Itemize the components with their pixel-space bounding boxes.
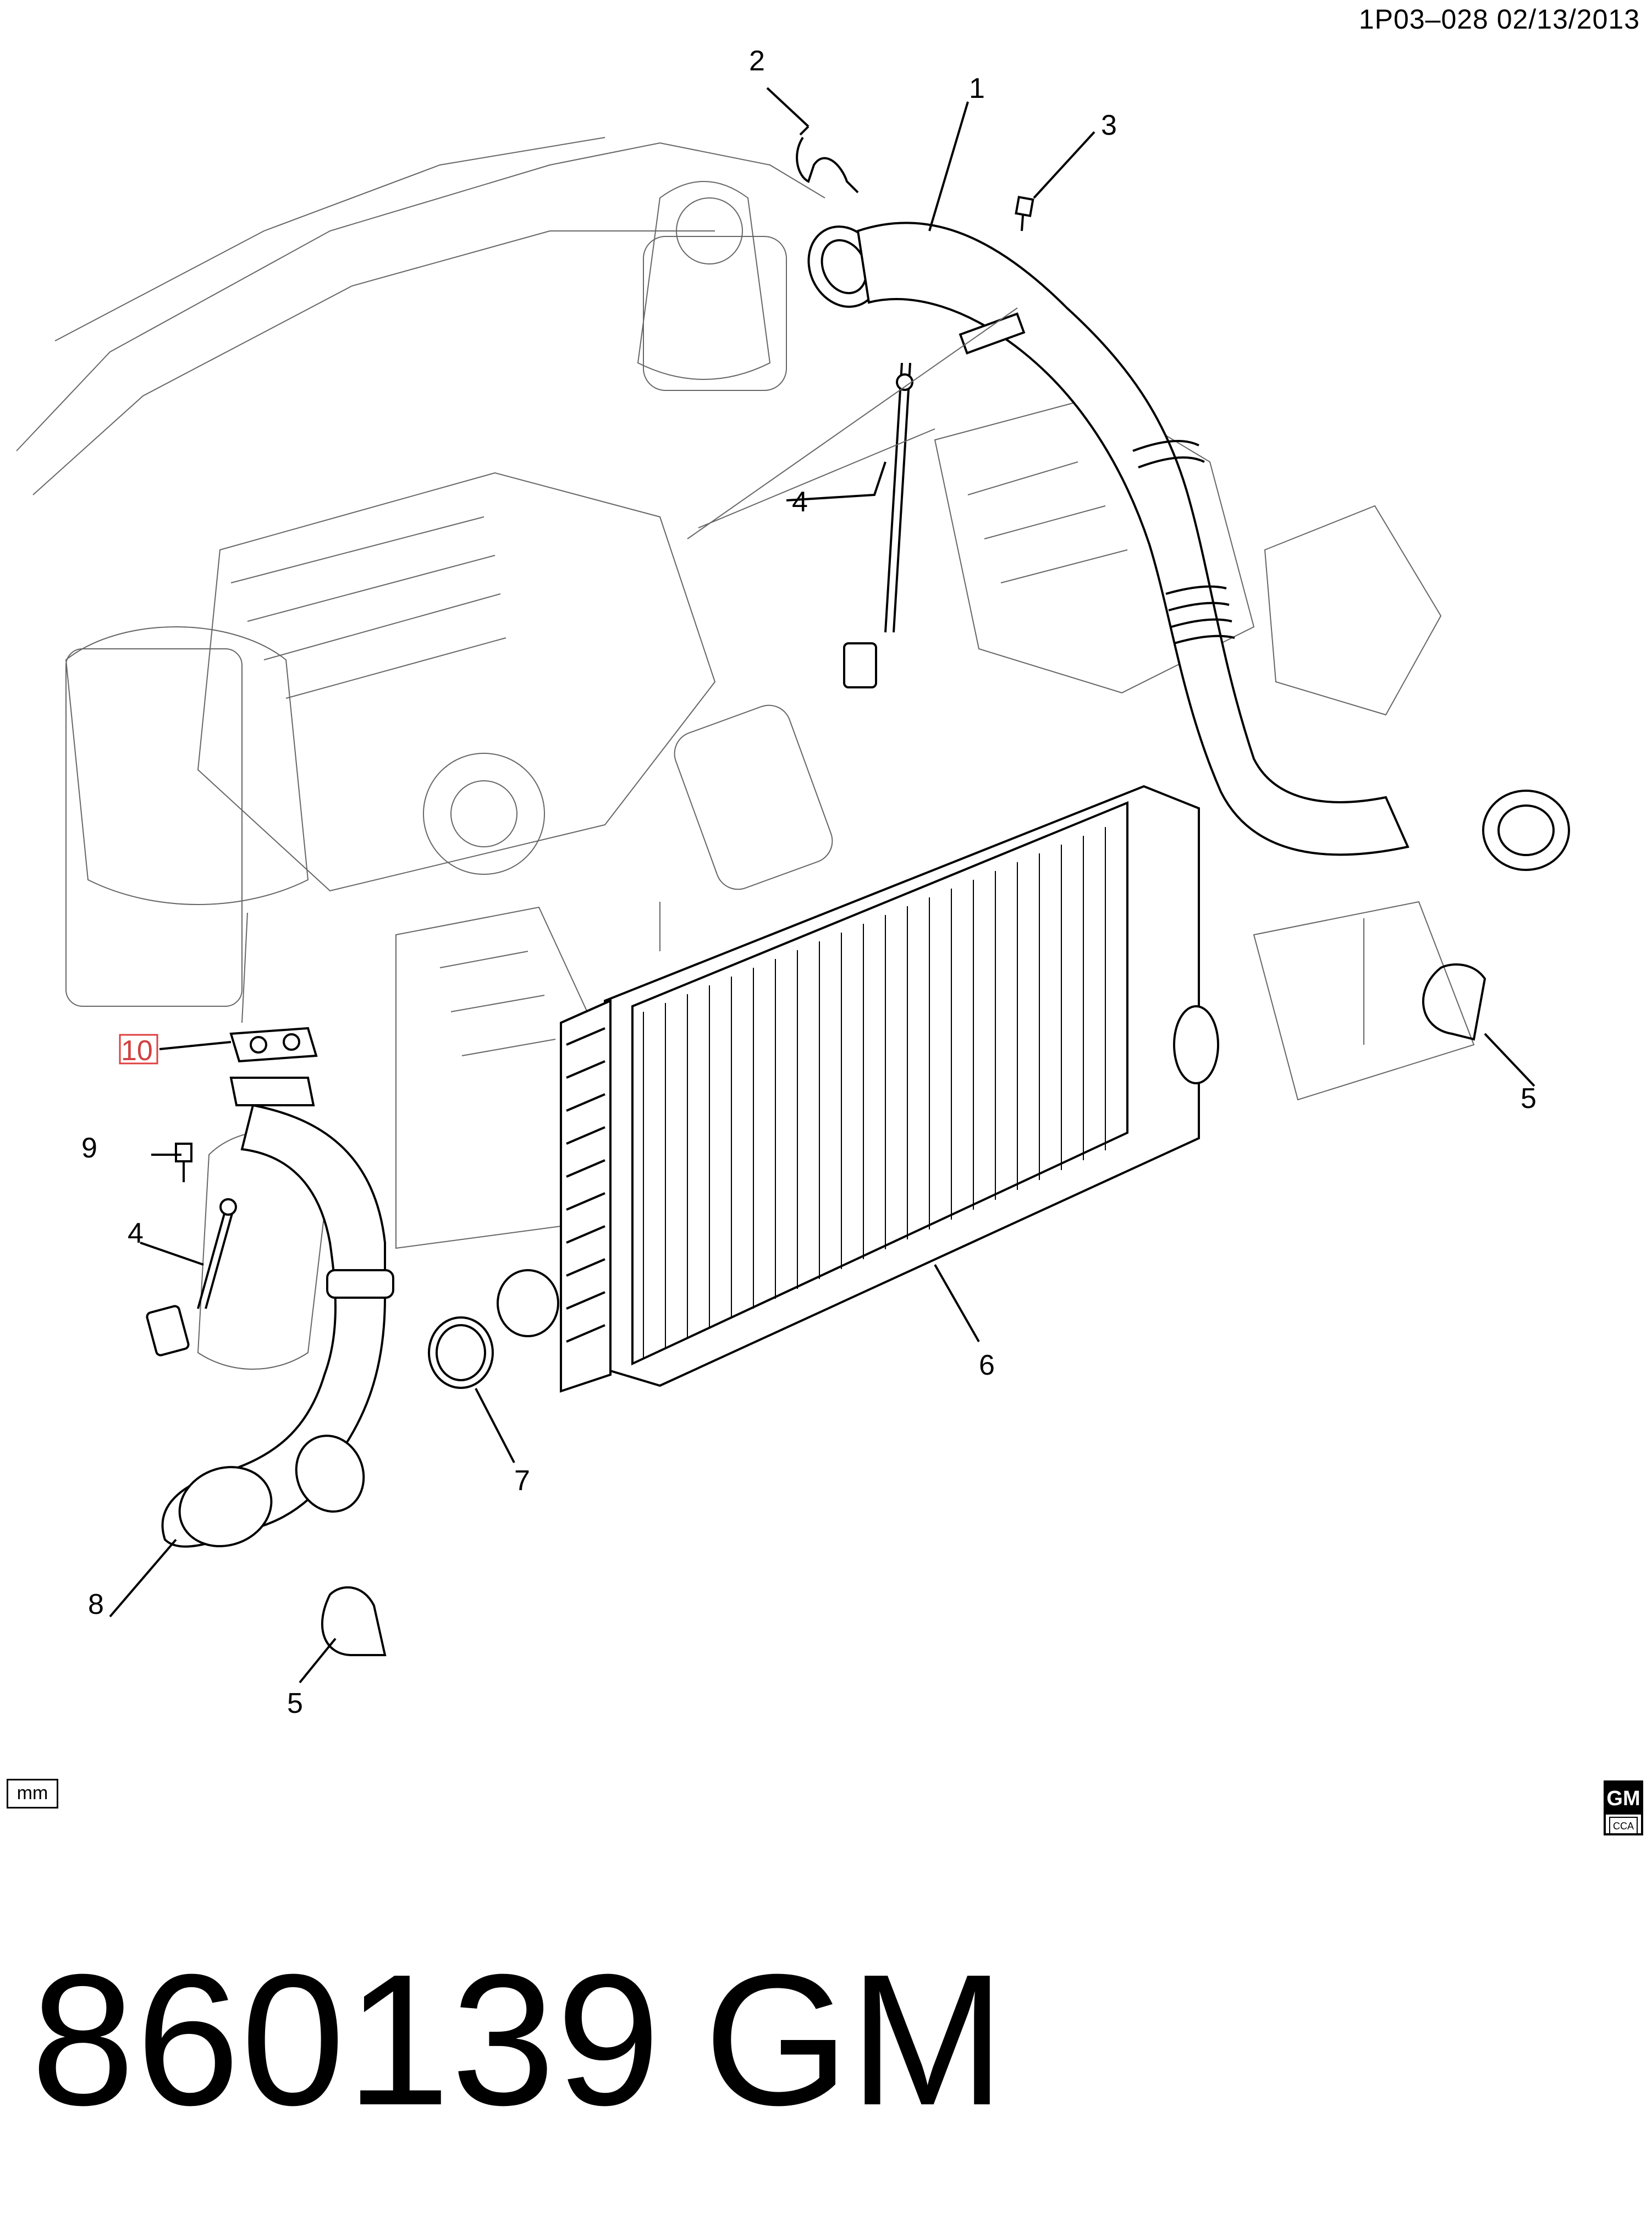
part-number: 860139 [31,1936,662,2144]
hose-clamp-lower-right [1422,963,1486,1041]
callout-10: 10 [121,1035,153,1067]
boost-sensor-upper [843,362,913,688]
gm-logo-subtext: CCA [1609,1817,1638,1835]
diagram-code-date: 1P03–028 02/13/2013 [1358,4,1640,35]
callout-8: 8 [88,1589,104,1620]
callout-10-highlight [119,1034,158,1065]
gm-logo: GM CCA [1604,1780,1643,1835]
callout-2: 2 [749,45,765,77]
hose-clamp-upper [796,125,859,194]
upper-charge-air-hose [807,222,1409,856]
turbo-outlet-gasket [229,1027,318,1063]
bolt-lower [175,1143,192,1182]
callout-7: 7 [514,1465,530,1497]
unit-badge: mm [7,1779,58,1809]
callout-5-right: 5 [1521,1083,1537,1115]
leader-lines [109,87,1535,1684]
cooler-seal [428,1316,494,1389]
callout-3: 3 [1101,109,1117,141]
parts-diagram: 2 1 3 4 5 6 7 8 5 9 4 10 [16,45,1570,1719]
callout-1: 1 [969,73,985,104]
cooler-fins [643,827,1106,1358]
charge-air-cooler [497,785,1219,1393]
hose-clamp-lower-left [321,1586,387,1656]
callout-6: 6 [979,1349,995,1381]
callout-4-upper: 4 [792,486,808,518]
callout-4-lower: 4 [128,1217,144,1249]
boost-sensor-lower [146,1198,237,1357]
gm-logo-text: GM [1606,1783,1641,1815]
callout-5-left: 5 [287,1688,303,1719]
callout-9: 9 [81,1132,97,1164]
lower-charge-air-pipe [161,1077,394,1548]
bolt-upper [1015,196,1034,231]
hose-outlet-end [1482,790,1570,871]
brand-label: GM [704,1936,1005,2144]
